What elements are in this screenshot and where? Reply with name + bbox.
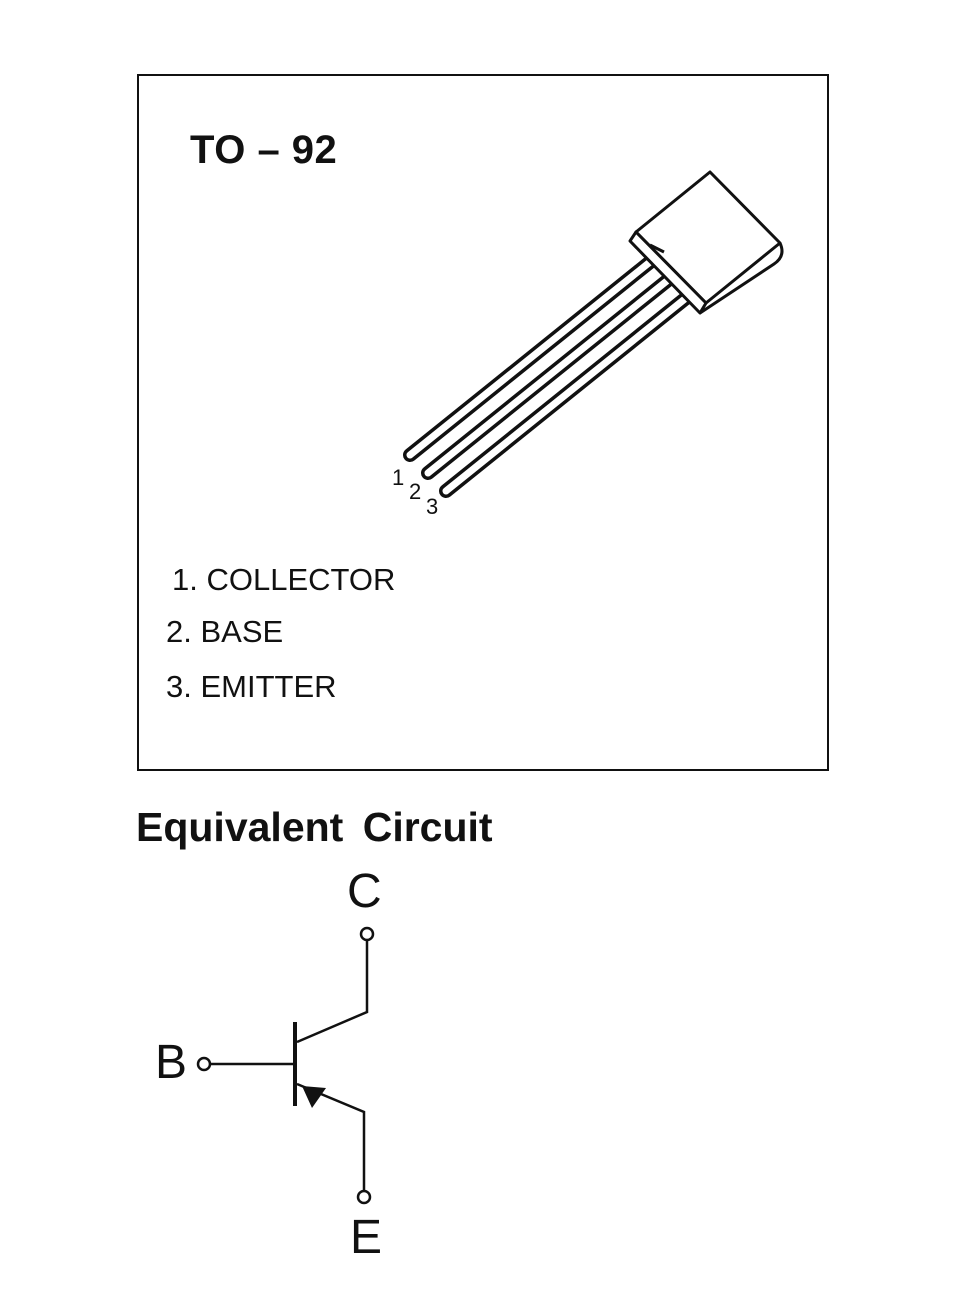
collector-label: C [347,865,382,918]
base-label: B [155,1036,188,1089]
lead-3 [439,291,693,498]
equivalent-circuit-title: Equivalent Circuit [136,804,493,850]
pin-label-base: 2. BASE [166,614,284,649]
lead-2 [421,273,675,480]
emitter-arrow [302,1086,326,1108]
collector-terminal [359,926,375,942]
emitter-label: E [350,1211,383,1264]
transistor-body [628,170,784,315]
npn-transistor-schematic [196,926,375,1205]
transistor-leads [403,255,693,498]
emitter-wire [296,1082,366,1190]
to92-package-illustration: 1 2 3 [392,170,784,519]
lead-1 [403,255,657,462]
base-terminal [196,1056,212,1072]
collector-wire [296,941,369,1044]
pin-number-3: 3 [426,494,438,519]
emitter-terminal [356,1189,372,1205]
pin-label-emitter: 3. EMITTER [166,669,337,704]
package-frame [137,74,829,771]
pin-number-1: 1 [392,465,404,490]
pin-number-2: 2 [409,479,421,504]
pin-label-collector: 1. COLLECTOR [172,562,396,597]
package-title: TO – 92 [190,128,338,172]
